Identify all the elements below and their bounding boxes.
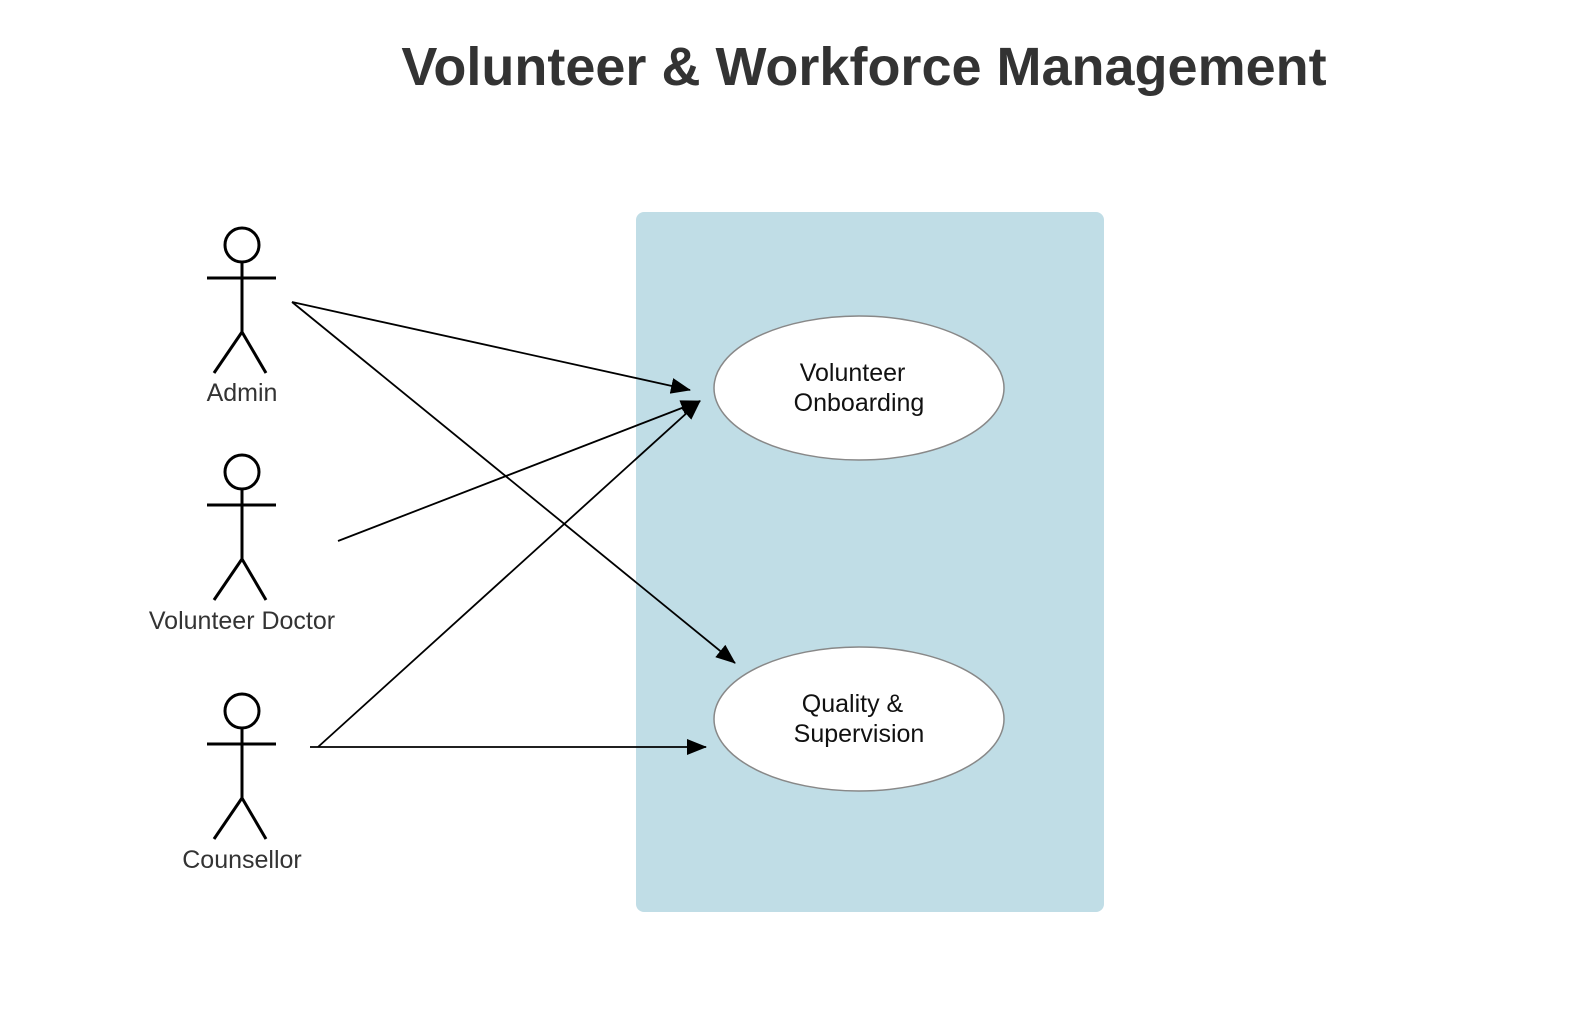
actor-head	[223, 453, 261, 491]
actor-leg	[240, 331, 268, 374]
actor-label-admin: Admin	[207, 379, 278, 407]
actor-leg	[240, 797, 268, 840]
association-admin-to-quality-supervision[interactable]	[291, 301, 736, 664]
association-counsellor-to-volunteer-onboarding[interactable]	[317, 400, 701, 748]
diagram-title: Volunteer & Workforce Management	[401, 37, 1327, 97]
actor-leg	[212, 797, 244, 840]
usecase-volunteer-onboarding[interactable]: Volunteer Onboarding	[713, 315, 1005, 461]
svg-text:Quality & Supervision: Quality & Supervision	[794, 690, 925, 748]
associations	[291, 301, 736, 755]
actor-admin[interactable]	[207, 226, 276, 374]
actor-head	[223, 226, 261, 264]
actor-volunteer-doctor[interactable]	[207, 453, 276, 601]
actor-label-volunteer-doctor: Volunteer Doctor	[149, 607, 335, 635]
actor-leg	[212, 331, 244, 374]
actor-head	[223, 692, 261, 730]
association-volunteer-doctor-to-volunteer-onboarding[interactable]	[337, 400, 701, 542]
actor-counsellor[interactable]	[207, 692, 276, 840]
association-admin-to-volunteer-onboarding[interactable]	[291, 301, 691, 394]
usecase-label-line: Supervision	[794, 720, 925, 748]
usecase-ellipse	[713, 315, 1005, 461]
actor-leg	[212, 558, 244, 601]
actor-label-counsellor: Counsellor	[182, 846, 302, 874]
usecase-label-line: Volunteer	[800, 359, 906, 387]
svg-text:Volunteer Onboarding: Volunteer Onboarding	[794, 359, 925, 417]
usecase-quality-supervision[interactable]: Quality & Supervision	[713, 646, 1005, 792]
usecase-label-line: Onboarding	[794, 389, 925, 417]
actor-leg	[240, 558, 268, 601]
usecase-ellipse	[713, 646, 1005, 792]
usecase-label-line: Quality &	[802, 690, 904, 718]
